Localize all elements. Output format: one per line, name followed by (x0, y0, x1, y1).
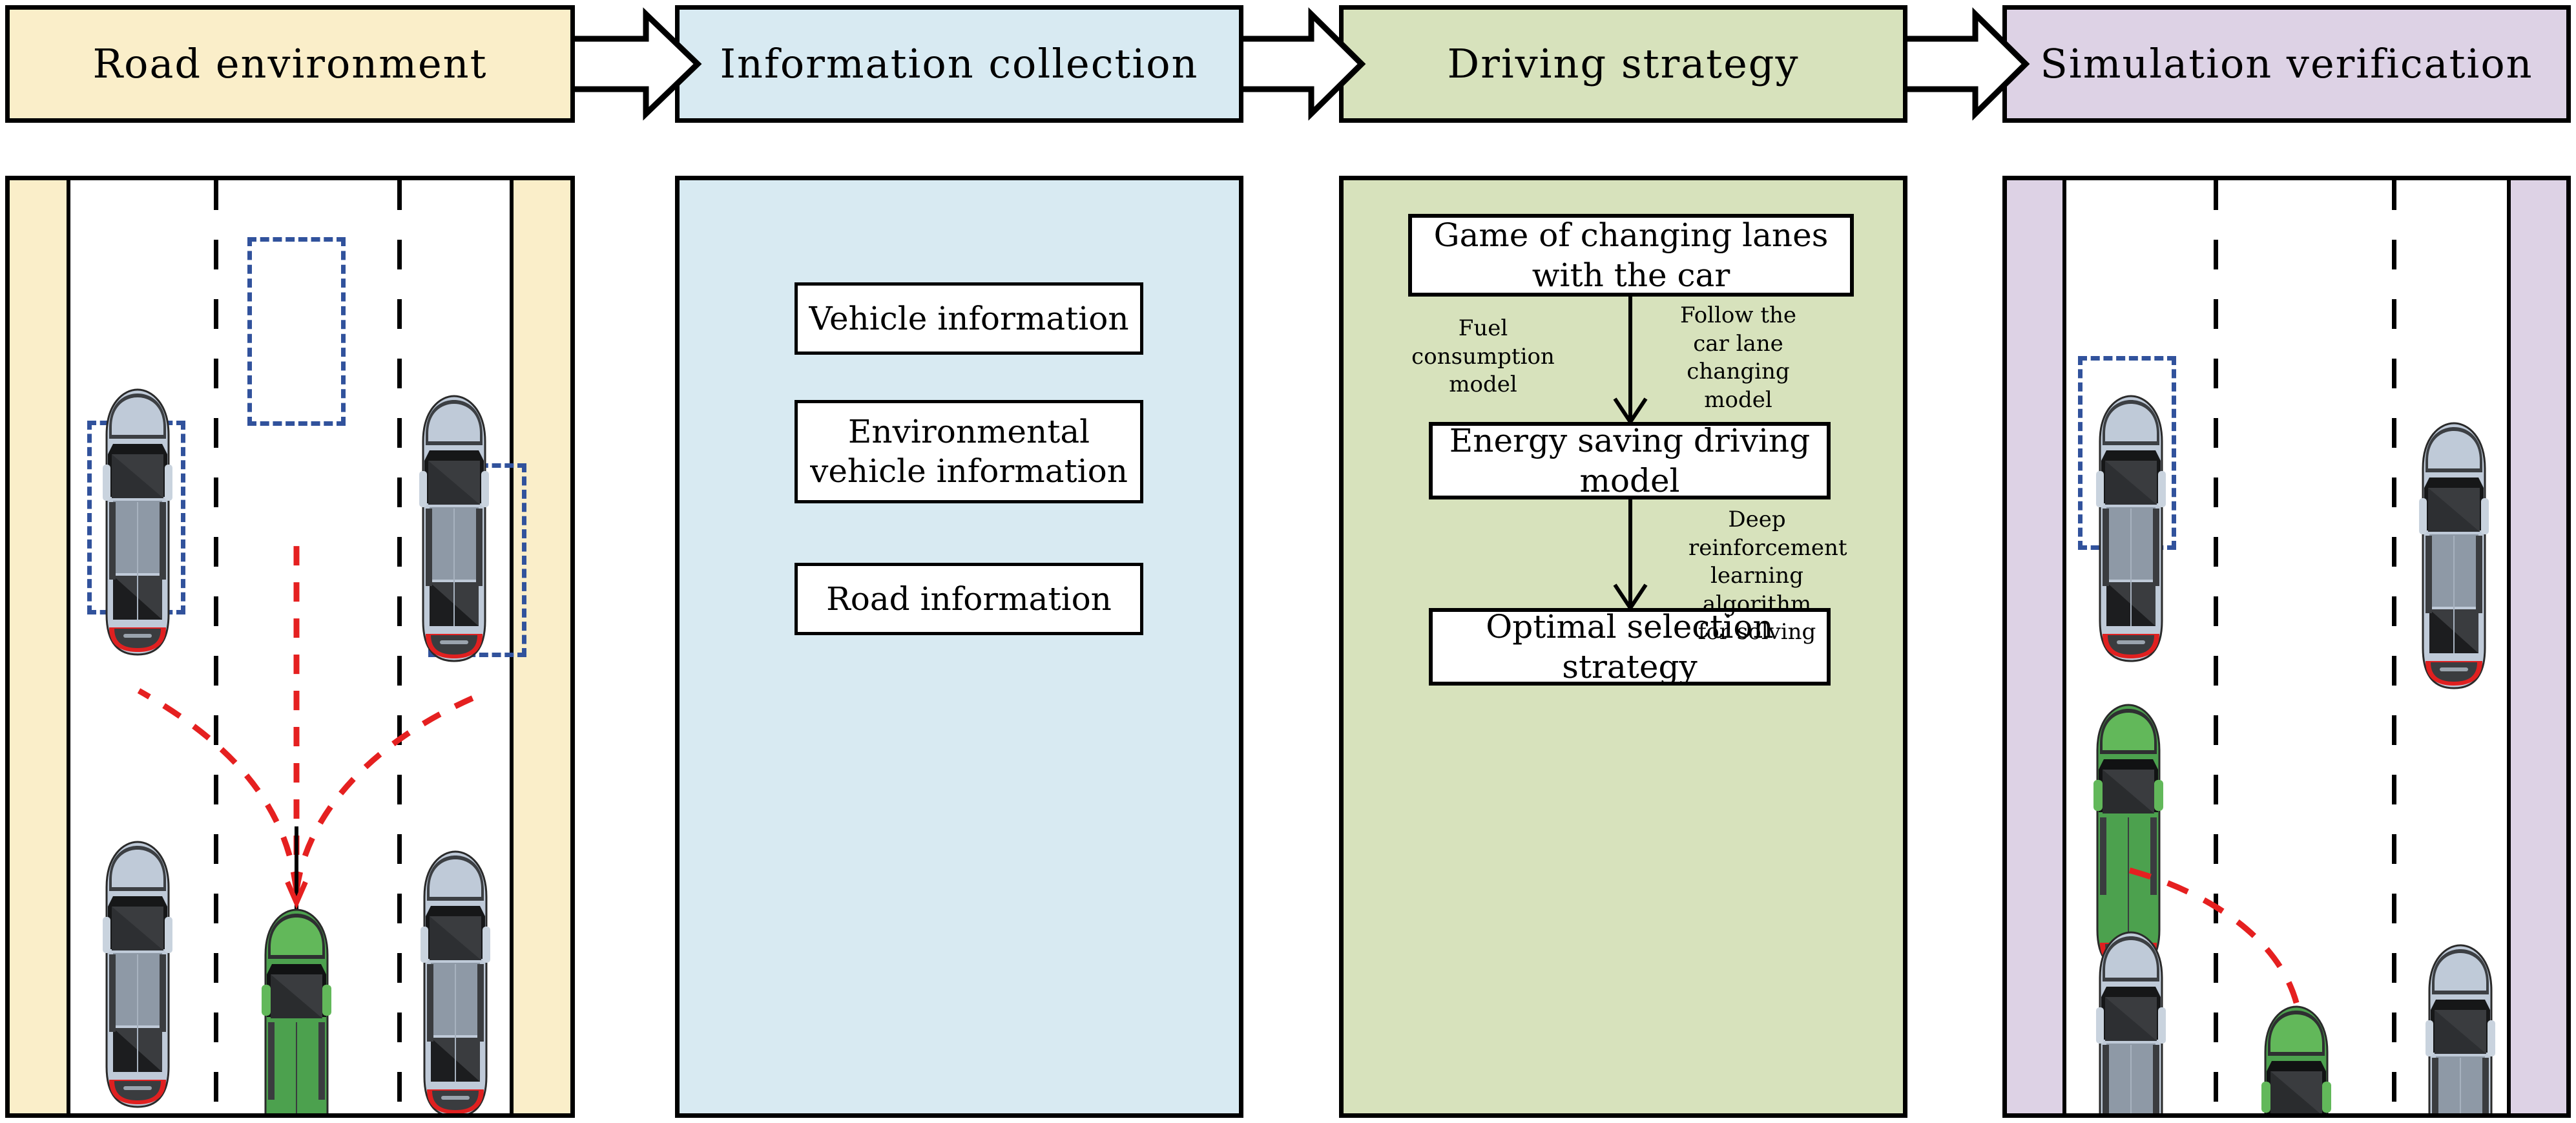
flow-connector-2 (1613, 499, 1648, 612)
stage-header-label: Road environment (92, 40, 488, 88)
flow-node-label: Energy saving driving model (1449, 421, 1811, 500)
candidate-box-target (2078, 356, 2176, 550)
info-item-label: Environmental vehicle information (810, 413, 1128, 490)
road-edge-line-right (510, 180, 514, 1113)
road-edge-line-right (2507, 180, 2511, 1113)
other-vehicle-lower-right (419, 850, 492, 1113)
info-item-road-information[interactable]: Road information (795, 563, 1143, 635)
panel-driving-strategy: Game of changing lanes with the car Ener… (1339, 176, 1907, 1118)
other-vehicle-lower-left (2095, 931, 2167, 1113)
stage-header-label: Driving strategy (1447, 40, 1800, 88)
road-edge-line-left (67, 180, 70, 1113)
info-item-label: Vehicle information (809, 299, 1129, 337)
lane-divider-1 (214, 180, 218, 1113)
stage-header-label: Simulation verification (2040, 40, 2533, 88)
flow-node-label: Optimal selection strategy (1486, 607, 1774, 686)
lane-divider-2 (397, 180, 402, 1113)
panel-simulation-verification (2002, 176, 2571, 1118)
ego-vehicle-current (2260, 1005, 2332, 1113)
trajectory-right (293, 694, 476, 892)
road-shoulder-left (10, 180, 67, 1113)
candidate-box-left (87, 421, 185, 614)
info-item-environmental-vehicle-information[interactable]: Environmental vehicle information (795, 400, 1143, 503)
stage-header-label: Information collection (720, 40, 1199, 88)
flow-node-game-of-changing-lanes[interactable]: Game of changing lanes with the car (1408, 214, 1854, 297)
flow-edge-label-text: Deep reinforcement learning algorithm fo… (1688, 507, 1847, 645)
road-shoulder-right (2511, 180, 2566, 1113)
flow-edge-label-deep-reinforcement-learning: Deep reinforcement learning algorithm fo… (1688, 506, 1847, 647)
road-edge-line-left (2062, 180, 2066, 1113)
trajectory-arrow-head (285, 826, 308, 912)
candidate-box-center (247, 237, 346, 426)
flow-edge-label-text: Fuel consumption model (1411, 315, 1555, 398)
info-item-label: Road information (826, 580, 1112, 618)
stage-header-simulation-verification[interactable]: Simulation verification (2002, 5, 2571, 123)
trajectory-group (137, 542, 476, 892)
other-vehicle-lower-right (2424, 944, 2497, 1113)
stage-header-driving-strategy[interactable]: Driving strategy (1339, 5, 1907, 123)
other-vehicle-upper-right (2418, 422, 2490, 689)
flow-node-energy-saving-driving-model[interactable]: Energy saving driving model (1429, 422, 1831, 499)
lane-divider-2 (2392, 180, 2396, 1113)
ego-vehicle-predicted (2092, 704, 2165, 971)
candidate-box-right (428, 463, 526, 657)
flow-edge-label-fuel-consumption-model: Fuel consumption model (1406, 315, 1561, 399)
ego-vehicle (260, 908, 333, 1113)
lane-divider-1 (2214, 180, 2218, 1113)
flow-edge-label-text: Follow the car lane changing model (1679, 302, 1796, 413)
info-item-vehicle-information[interactable]: Vehicle information (795, 282, 1143, 355)
panel-road-environment (5, 176, 575, 1118)
panel-information-collection: Vehicle information Environmental vehicl… (675, 176, 1243, 1118)
stage-header-road-environment[interactable]: Road environment (5, 5, 575, 123)
flow-edge-label-follow-the-car-lane-changing-model: Follow the car lane changing model (1679, 302, 1797, 414)
flow-node-label: Game of changing lanes with the car (1433, 216, 1829, 295)
road-shoulder-left (2007, 180, 2062, 1113)
stage-header-information-collection[interactable]: Information collection (675, 5, 1243, 123)
other-vehicle-lower-left (101, 841, 174, 1108)
flow-connector-1 (1613, 297, 1648, 426)
